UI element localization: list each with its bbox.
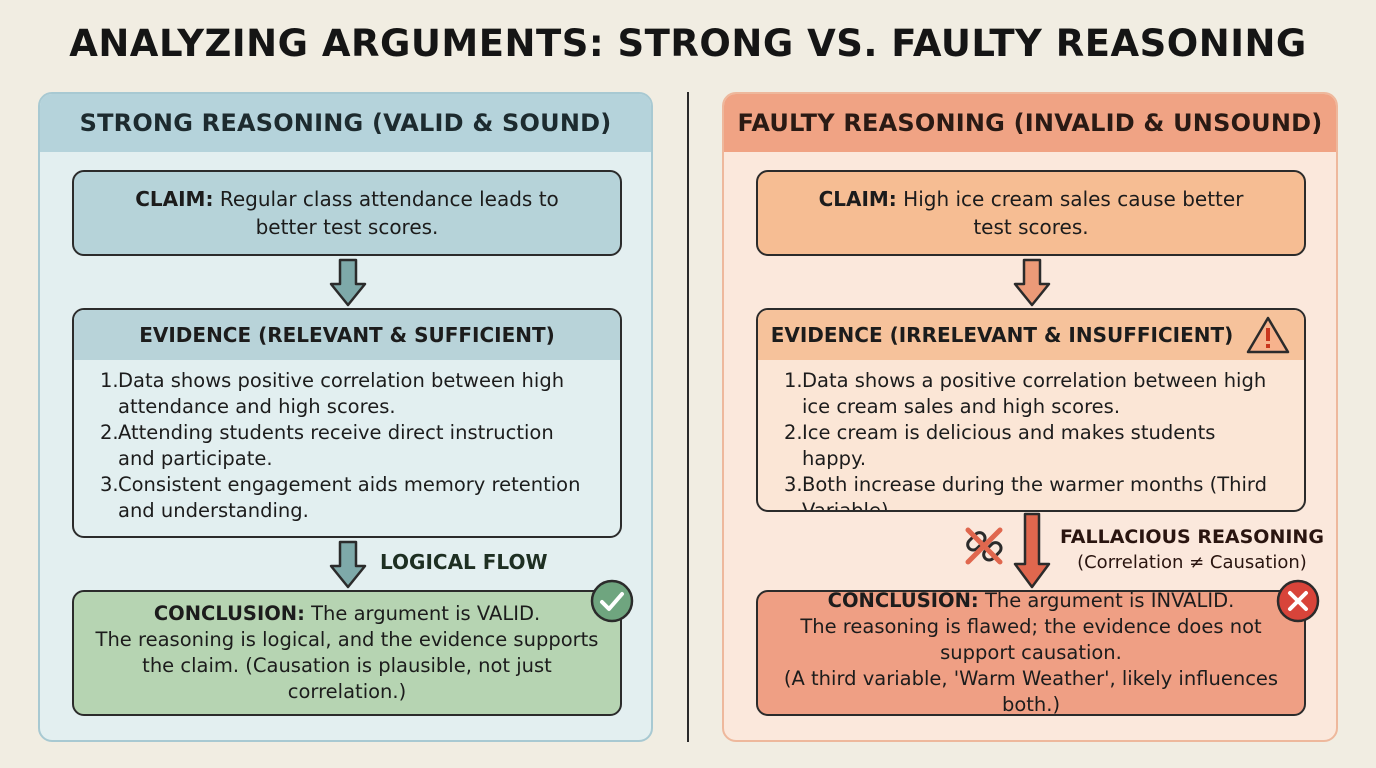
strong-claim-box: CLAIM: Regular class attendance leads to… [72, 170, 622, 256]
strong-claim-text: CLAIM: Regular class attendance leads to… [114, 185, 580, 241]
strong-evidence-title: EVIDENCE (RELEVANT & SUFFICIENT) [74, 310, 620, 360]
faulty-claim-box: CLAIM: High ice cream sales cause better… [756, 170, 1306, 256]
down-arrow-icon [329, 258, 367, 307]
faulty-evidence-head: EVIDENCE (IRRELEVANT & INSUFFICIENT) [758, 310, 1304, 360]
strong-panel-header: STRONG REASONING (VALID & SOUND) [40, 94, 651, 152]
faulty-conclusion-body: The reasoning is flawed; the evidence do… [800, 615, 1262, 664]
claim-text: High ice cream sales cause better test s… [903, 187, 1244, 239]
faulty-evidence-title: EVIDENCE (IRRELEVANT & INSUFFICIENT) [770, 323, 1234, 347]
list-item: 2.Ice cream is delicious and makes stude… [784, 421, 1216, 470]
logical-flow-label: LOGICAL FLOW [380, 550, 548, 574]
down-arrow-icon [329, 540, 367, 589]
checkmark-icon [590, 579, 634, 623]
faulty-conclusion-lead: CONCLUSION: The argument is INVALID. [827, 590, 1235, 612]
strong-evidence-box: EVIDENCE (RELEVANT & SUFFICIENT) 1.Data … [72, 308, 622, 538]
x-mark-icon [1276, 579, 1320, 623]
faulty-conclusion-box: CONCLUSION: The argument is INVALID. The… [756, 590, 1306, 716]
strong-reasoning-panel: STRONG REASONING (VALID & SOUND) CLAIM: … [38, 92, 653, 742]
fallacy-label: FALLACIOUS REASONING (Correlation ≠ Caus… [1060, 524, 1324, 576]
strong-evidence-list: 1.Data shows positive correlation betwee… [74, 360, 620, 524]
list-item: 1.Data shows a positive correlation betw… [784, 369, 1267, 418]
down-arrow-icon [1013, 258, 1051, 307]
fallacy-title: FALLACIOUS REASONING [1060, 526, 1324, 548]
warning-icon [1247, 316, 1290, 354]
fallacy-subtitle: (Correlation ≠ Causation) [1077, 552, 1307, 573]
page-title: ANALYZING ARGUMENTS: STRONG VS. FAULTY R… [69, 22, 1307, 65]
faulty-conclusion-note: (A third variable, 'Warm Weather', likel… [783, 667, 1279, 716]
claim-label: CLAIM: [818, 187, 897, 211]
claim-label: CLAIM: [135, 187, 214, 211]
faulty-evidence-box: EVIDENCE (IRRELEVANT & INSUFFICIENT) 1.D… [756, 308, 1306, 512]
down-arrow-icon [1013, 512, 1051, 589]
list-item: 3.Both increase during the warmer months… [784, 473, 1267, 512]
faulty-panel-header: FAULTY REASONING (INVALID & UNSOUND) [724, 94, 1336, 152]
faulty-evidence-list: 1.Data shows a positive correlation betw… [758, 360, 1304, 512]
list-item: 2.Attending students receive direct inst… [100, 421, 554, 470]
strong-conclusion-box: CONCLUSION: The argument is VALID. The r… [72, 590, 622, 716]
strong-conclusion-body: The reasoning is logical, and the eviden… [95, 628, 599, 703]
faulty-reasoning-panel: FAULTY REASONING (INVALID & UNSOUND) CLA… [722, 92, 1338, 742]
strong-conclusion-lead: CONCLUSION: The argument is VALID. [153, 602, 541, 625]
faulty-claim-text: CLAIM: High ice cream sales cause better… [798, 185, 1264, 241]
list-item: 3.Consistent engagement aids memory rete… [100, 473, 581, 522]
list-item: 1.Data shows positive correlation betwee… [100, 369, 565, 418]
center-divider [687, 92, 689, 742]
broken-link-icon [965, 527, 1003, 565]
claim-text: Regular class attendance leads to better… [219, 187, 559, 239]
